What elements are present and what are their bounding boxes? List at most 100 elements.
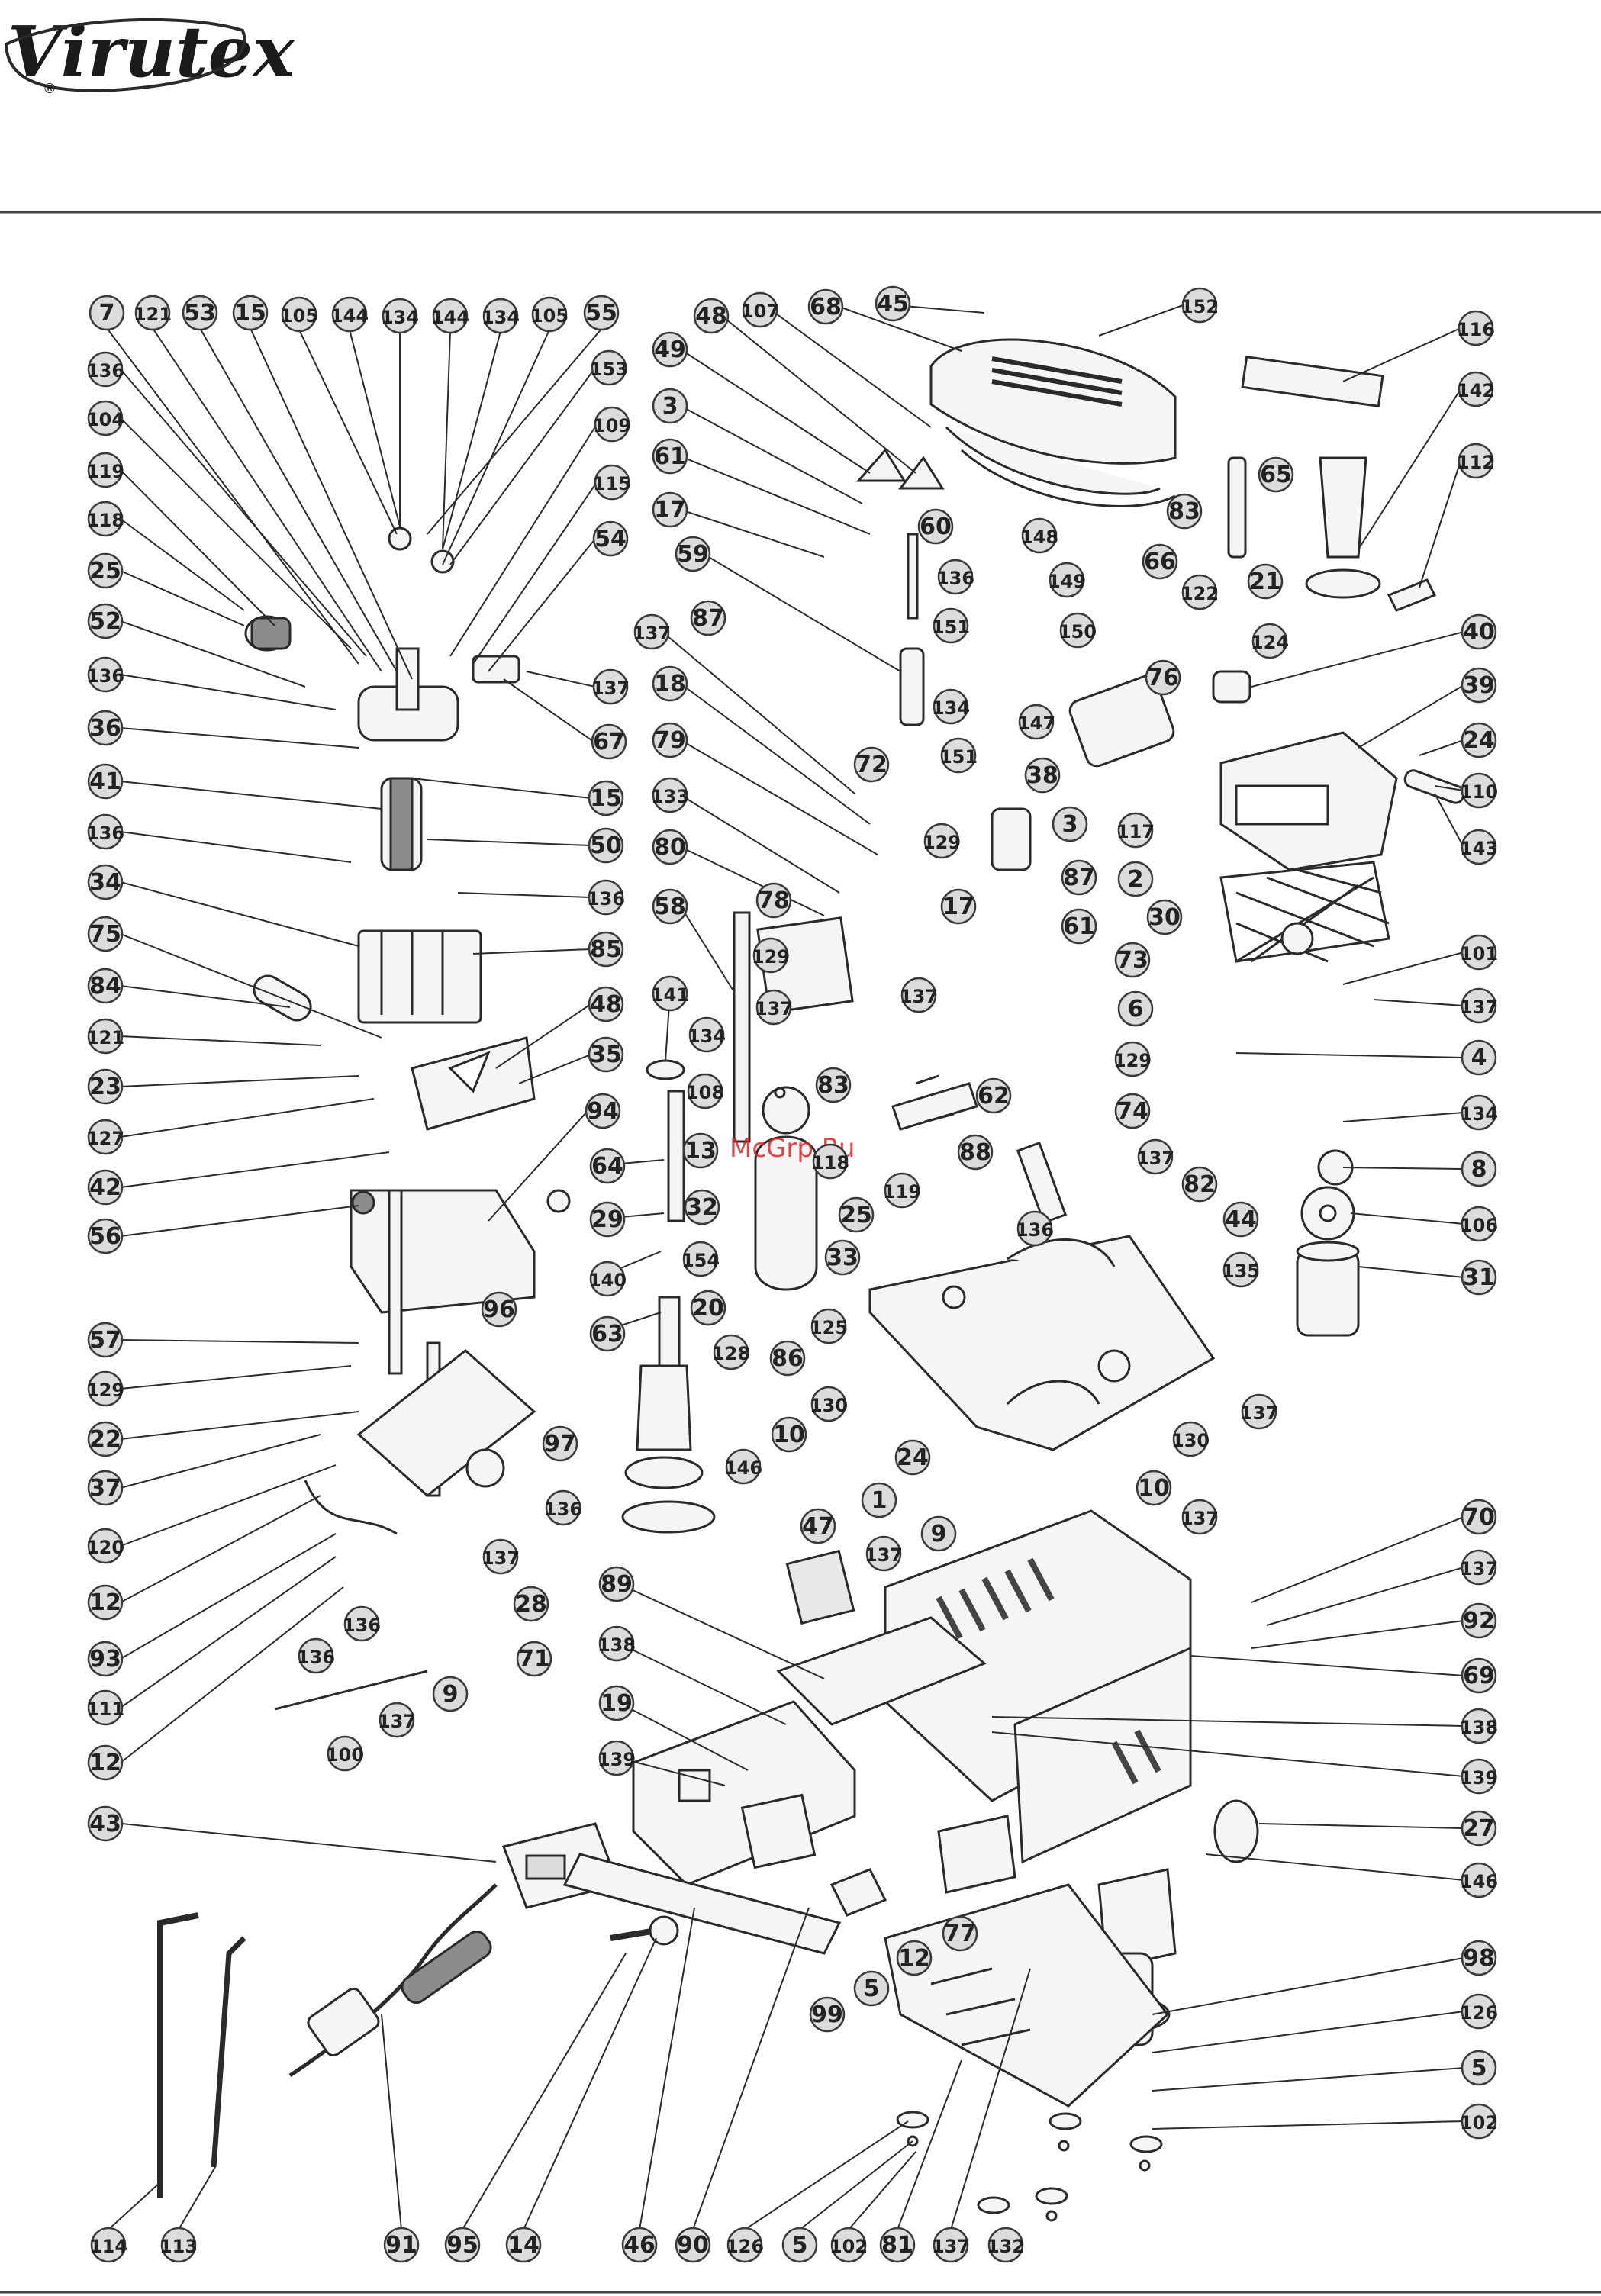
part-callout: 48 [588,986,624,1022]
callout-number: 136 [544,1499,582,1520]
callout-bubble [726,2227,763,2263]
logo-registered-mark: ® [43,81,56,97]
callout-number: 47 [802,1513,834,1540]
callout-number: 134 [688,1026,726,1047]
callout-bubble [1024,757,1061,794]
callout-number: 144 [431,307,469,328]
part-callout: 34 [87,864,124,900]
callout-number: 137 [1460,1558,1498,1580]
callout-bubble [87,351,124,388]
part-callout: 15 [232,295,269,331]
callout-number: 98 [1463,1945,1495,1972]
callout-number: 137 [900,986,938,1007]
callout-bubble [87,1689,124,1726]
callout-bubble [923,823,960,859]
part-callout: 31 [1461,1259,1497,1296]
part-callout: 107 [741,291,779,328]
part-callout: 110 [1460,772,1498,809]
callout-bubble [755,882,792,919]
part-callout: 87 [1061,859,1097,896]
part-callout: 20 [690,1290,726,1326]
part-callout: 12 [87,1584,124,1621]
callout-number: 134 [381,307,419,328]
callout-bubble [589,1148,626,1184]
callout-bubble [675,2227,711,2263]
callout-number: 24 [897,1444,929,1471]
callout-number: 45 [877,291,909,317]
callout-number: 64 [591,1153,623,1180]
callout-bubble [1461,1499,1497,1535]
callout-number: 112 [1457,452,1495,473]
callout-number: 120 [86,1537,124,1558]
part-callout: 129 [1113,1041,1152,1077]
callout-number: 142 [1457,380,1495,401]
callout-bubble [1061,908,1097,945]
callout-number: 136 [86,665,124,687]
callout-bubble [598,1685,635,1721]
part-callout: 125 [810,1308,848,1344]
callout-number: 79 [654,727,686,754]
callout-bubble [513,1586,549,1622]
callout-number: 100 [326,1744,364,1766]
part-callout: 137 [900,977,938,1013]
callout-bubble [1247,563,1284,600]
part-callout: 117 [1116,812,1155,849]
callout-bubble [87,1218,124,1254]
callout-number: 25 [89,558,121,584]
part-callout: 136 [936,559,974,595]
callout-bubble [1117,861,1154,897]
callout-bubble [652,722,688,758]
callout-bubble [693,298,730,334]
callout-bubble [1166,493,1203,530]
callout-bubble [687,1073,723,1109]
callout-number: 40 [1463,619,1495,646]
callout-bubble [1461,1151,1497,1187]
part-callout: 138 [598,1625,636,1662]
callout-bubble [713,1334,749,1370]
part-callout: 114 [89,2227,127,2263]
part-callout: 82 [1181,1166,1218,1203]
callout-bubble [1461,1708,1497,1744]
callout-number: 128 [712,1343,750,1364]
part-callout: 120 [86,1528,124,1564]
part-callout: 130 [810,1386,848,1422]
callout-bubble [830,2227,867,2263]
callout-bubble [1059,612,1096,649]
part-callout: 73 [1114,942,1151,978]
callout-number: 93 [89,1646,121,1673]
callout-number: 151 [932,617,970,638]
callout-bubble [742,291,778,328]
part-callout: 63 [589,1315,626,1352]
part-callout: 61 [652,438,688,475]
callout-bubble [1461,1206,1497,1242]
callout-bubble [87,1421,124,1457]
callout-bubble [382,298,418,334]
callout-number: 84 [89,973,121,1000]
callout-number: 139 [1460,1767,1498,1789]
callout-number: 118 [86,510,124,531]
callout-bubble [621,2227,658,2263]
part-callout: 8 [1461,1151,1497,1187]
callout-bubble [592,520,629,557]
part-callout: 64 [589,1148,626,1184]
part-callout: 84 [87,968,124,1004]
callout-number: 2 [1128,866,1144,893]
part-callout: 52 [87,603,124,639]
part-callout: 46 [621,2227,658,2263]
callout-number: 39 [1463,672,1495,699]
part-callout: 78 [755,882,792,919]
part-callout: 80 [652,829,688,865]
callout-number: 8 [1471,1156,1487,1183]
callout-number: 97 [544,1431,576,1457]
callout-bubble [810,1308,847,1344]
callout-number: 80 [654,834,686,861]
callout-bubble [87,1169,124,1206]
part-callout: 30 [1146,899,1183,935]
part-callout: 53 [182,295,218,331]
part-callout: 146 [1460,1862,1498,1898]
callout-bubble [1461,1810,1497,1847]
callout-bubble [516,1641,552,1677]
part-callout: 12 [87,1744,124,1781]
part-callout: 113 [159,2227,198,2263]
callout-number: 118 [811,1152,849,1174]
